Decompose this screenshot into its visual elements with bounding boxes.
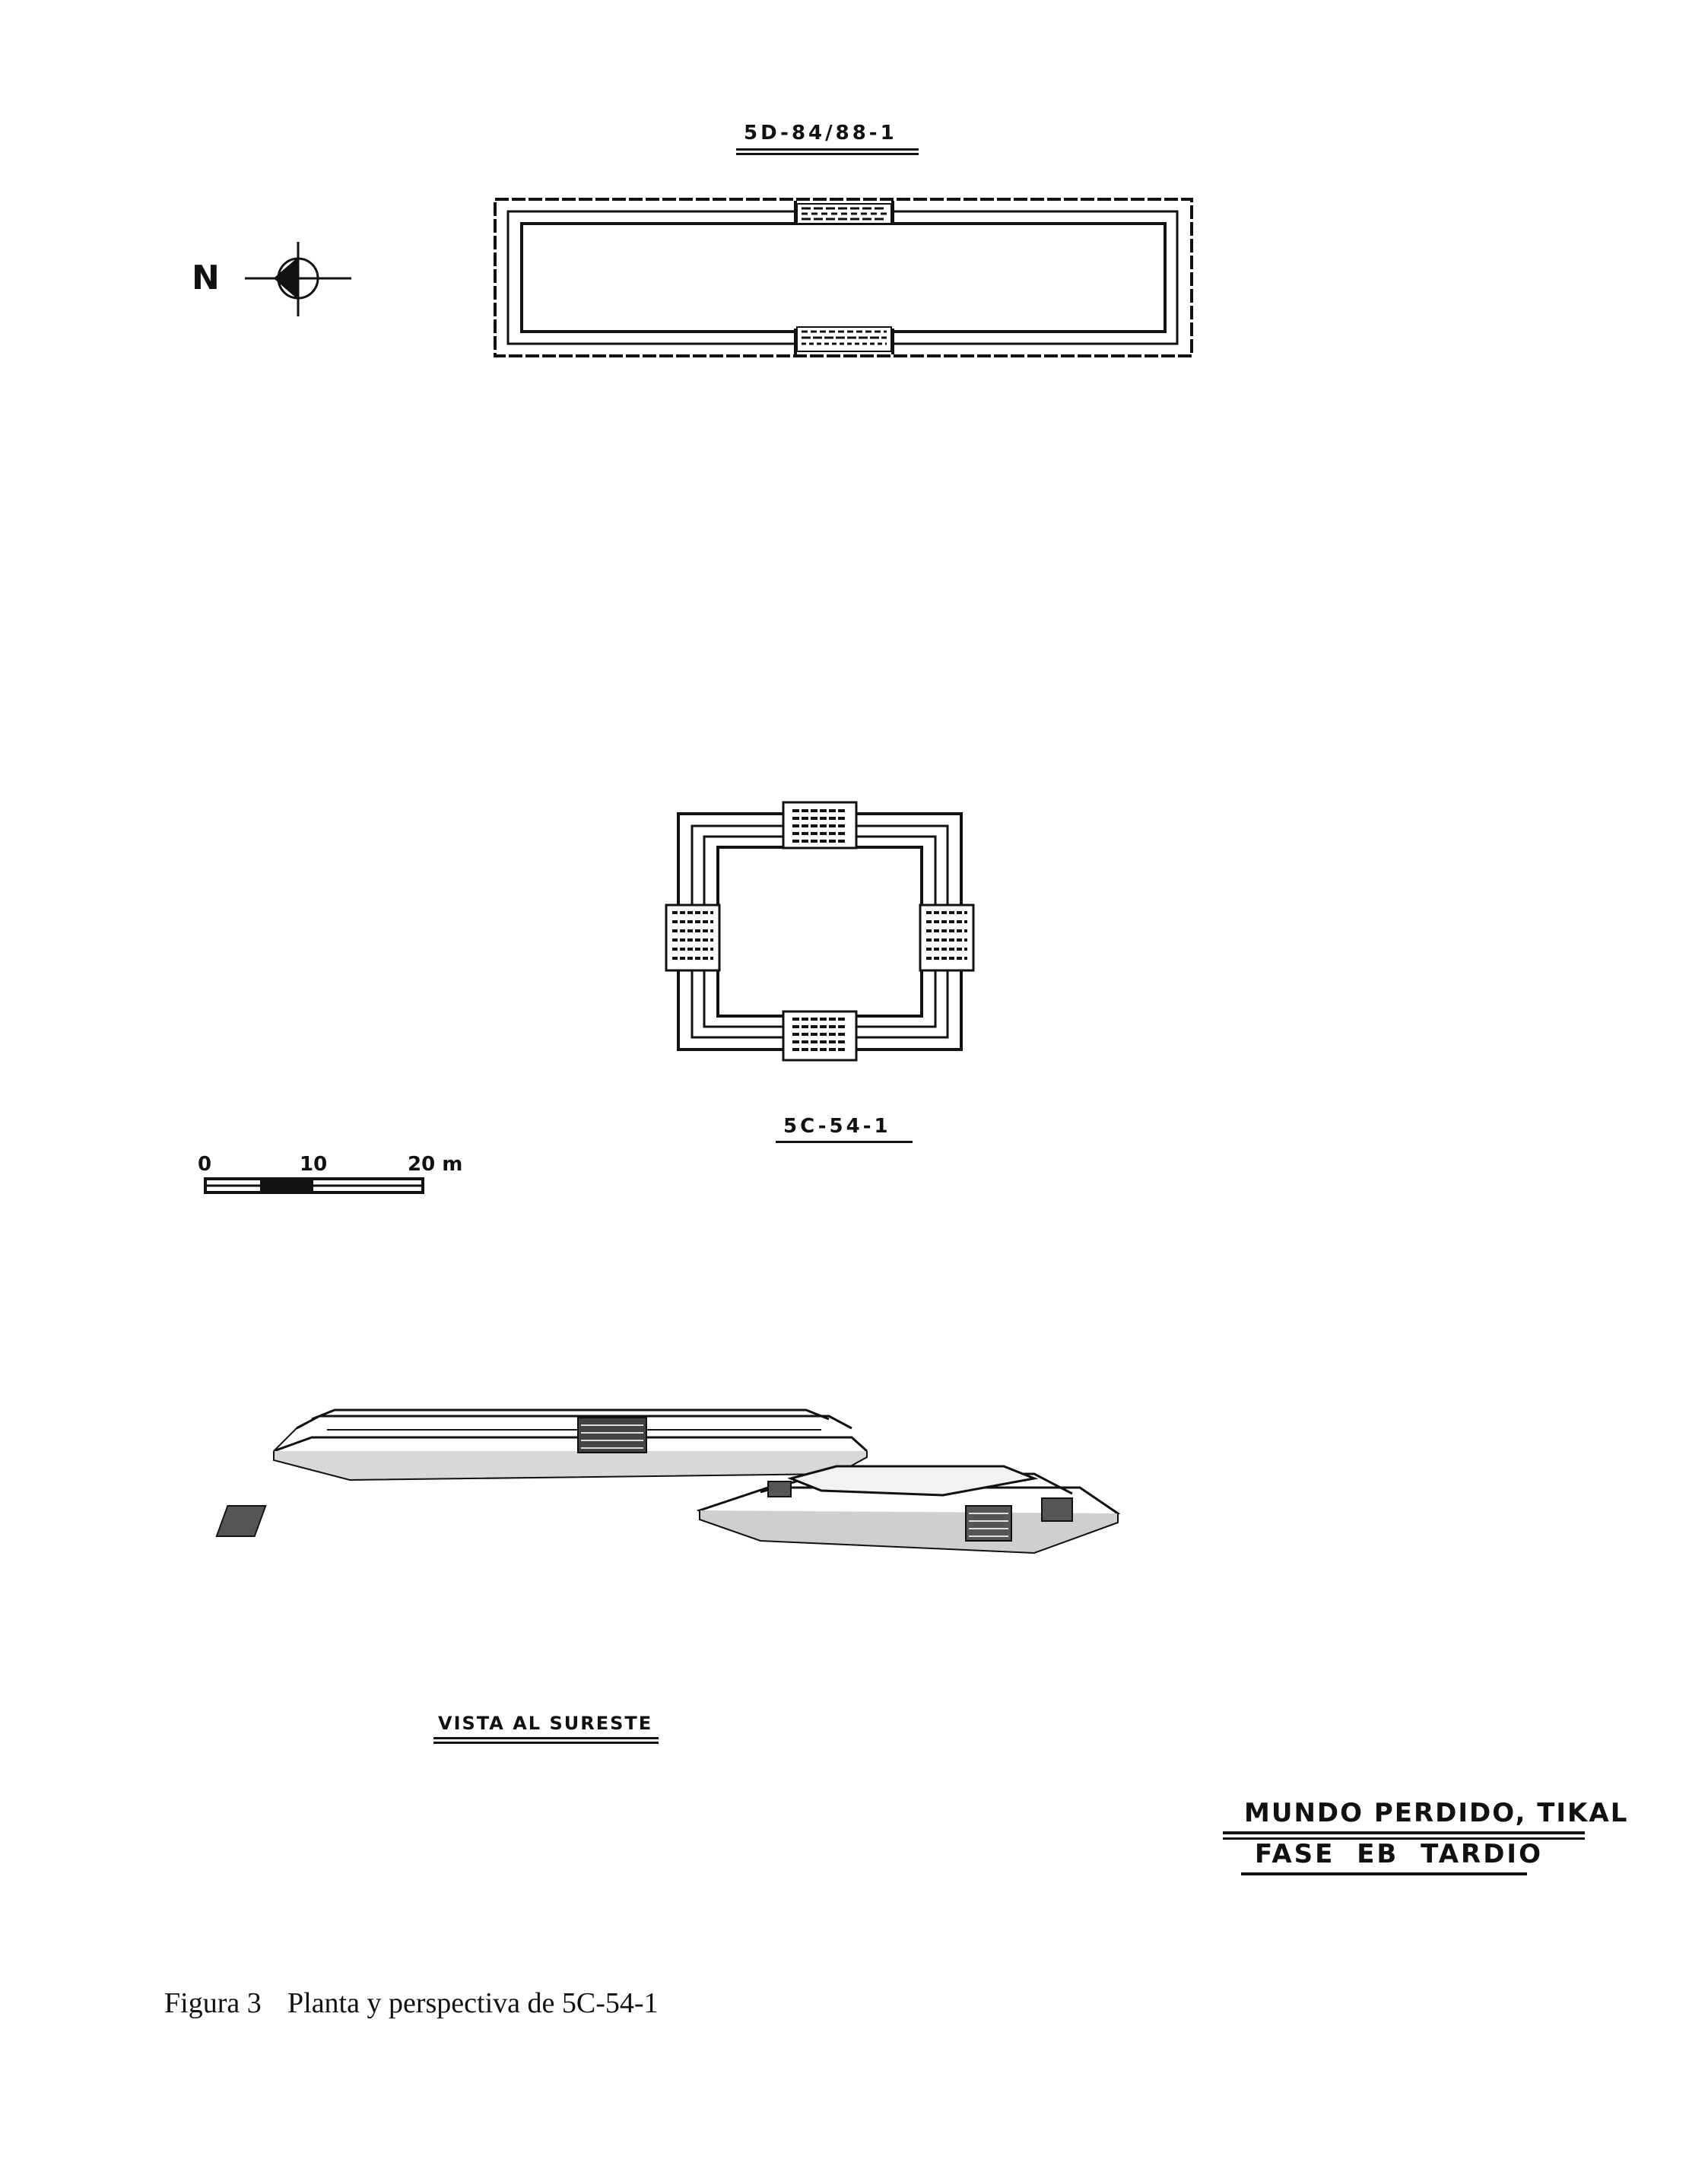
perspective-long-platform — [273, 1408, 868, 1481]
plan-square-platform — [665, 801, 975, 1062]
title-block-underline-2 — [1241, 1872, 1527, 1875]
title-block-line2: FASE EB TARDIO — [1255, 1839, 1543, 1869]
plan-label-5d-84-88-1: 5D-84/88-1 — [744, 122, 897, 144]
title-block-underline-1 — [1223, 1831, 1585, 1834]
perspective-label: VISTA AL SURESTE — [438, 1713, 653, 1734]
perspective-label-underline — [433, 1737, 659, 1739]
plan-label-5c-54-1: 5C-54-1 — [783, 1115, 891, 1138]
plan-square-label-underline — [776, 1141, 913, 1143]
figure-number: Figura 3 — [164, 1987, 262, 2019]
scale-bar — [204, 1177, 424, 1194]
plan-long-platform — [494, 198, 1193, 357]
title-block-underline-1b — [1223, 1837, 1585, 1840]
plan-label-underline — [736, 148, 919, 151]
north-label: N — [192, 259, 220, 297]
scale-tick-0: 0 — [198, 1153, 212, 1176]
title-block-line1: MUNDO PERDIDO, TIKAL — [1244, 1798, 1629, 1828]
perspective-label-underline-2 — [433, 1742, 659, 1744]
plan-label-underline-2 — [736, 153, 919, 155]
scale-tick-20: 20 m — [408, 1153, 463, 1176]
north-arrow-icon — [245, 242, 351, 316]
scale-tick-10: 10 — [300, 1153, 328, 1176]
perspective-square-platform — [215, 1465, 1121, 1555]
figure-caption-text: Planta y perspectiva de 5C-54-1 — [287, 1987, 659, 2019]
